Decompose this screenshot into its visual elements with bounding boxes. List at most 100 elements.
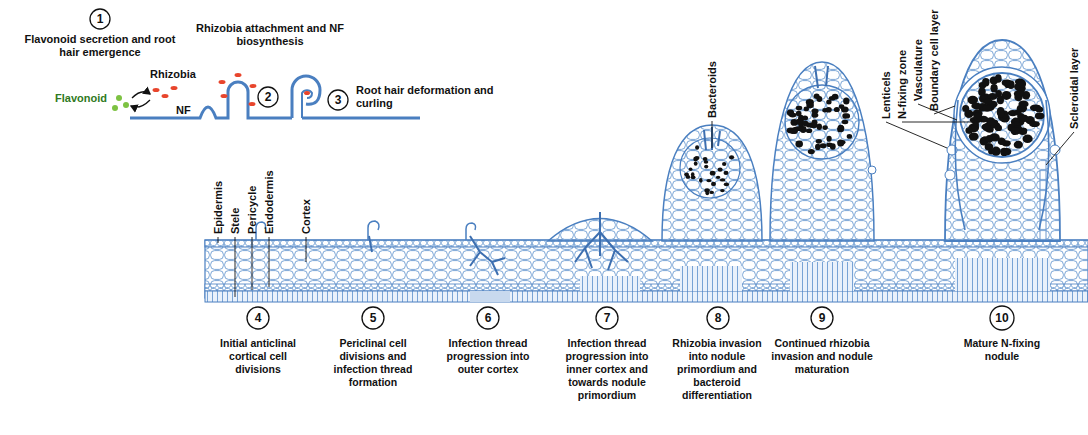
tissue-label: Boundary cell layer: [928, 10, 941, 112]
nodule-vasculature: [790, 262, 854, 291]
bacteroid: [965, 127, 972, 134]
rhizobium: [171, 86, 178, 90]
bacteroid: [1003, 148, 1011, 155]
tissue-label: Cortex: [300, 199, 313, 234]
step-number: 8: [706, 306, 730, 330]
bacteroid: [806, 129, 812, 134]
step-caption: Rhizobia invasion into nodule primordium…: [666, 337, 768, 402]
bacteroid: [716, 176, 721, 179]
step-circle-outline: [247, 307, 269, 329]
step-caption: Root hair deformation and curling: [356, 84, 496, 110]
bacteroid: [1018, 100, 1028, 107]
bacteroid: [986, 117, 995, 125]
bacteroid: [1014, 141, 1023, 149]
step-number: 3: [327, 89, 349, 111]
step-circle-outline: [90, 9, 110, 29]
infected-zone: [785, 85, 859, 159]
step-marker: 1Flavonoid secretion and root hair emerg…: [89, 8, 111, 30]
step-marker: 5Periclinal cell divisions and infection…: [361, 306, 385, 330]
step-number: 9: [810, 306, 834, 330]
tissue-label: Lenticels: [880, 71, 893, 119]
bacteroid: [995, 74, 1002, 83]
bacteroid: [829, 96, 836, 101]
bacteroid: [703, 157, 708, 161]
part-label: Rhizobia: [150, 68, 196, 81]
bacteroid: [710, 171, 716, 176]
step-caption: Infection thread progression into outer …: [438, 337, 538, 376]
bacteroid: [796, 111, 802, 116]
tissue-label: Vasculature: [912, 39, 925, 101]
step-number: 5: [361, 306, 385, 330]
flavonoid-dot: [112, 105, 118, 111]
bacteroid: [986, 135, 993, 143]
bacteroid: [1014, 90, 1024, 97]
part-label: Flavonoid: [55, 92, 107, 105]
rhizobium: [250, 84, 257, 88]
dividing-cells: [470, 291, 510, 302]
infection-thread: [575, 212, 628, 270]
bacteroid: [724, 183, 729, 187]
step-circle-outline: [990, 306, 1014, 330]
signal-arrow: [131, 100, 150, 107]
tissue-label: Bacteroids: [706, 61, 719, 118]
bacteroid: [826, 107, 832, 113]
step-caption: Flavonoid secretion and root hair emerge…: [20, 33, 180, 59]
bacteroid: [844, 113, 850, 118]
bacteroid: [984, 99, 993, 105]
tissue-label: Stele: [229, 208, 242, 234]
stele-row: [205, 291, 1088, 302]
bacteroid: [999, 138, 1006, 144]
bacteroid: [978, 87, 986, 96]
nodule-vasculature-strand: [955, 100, 1049, 230]
leader-line: [235, 237, 236, 297]
step-number: 10: [989, 305, 1015, 331]
step-circle-outline: [362, 307, 384, 329]
bacteroid: [720, 178, 726, 181]
bacteroid: [709, 191, 714, 194]
step-circle-outline: [328, 90, 348, 110]
step-marker: 10Mature N-fixing nodule: [989, 305, 1015, 331]
flavonoid-dot: [116, 95, 122, 101]
lenticel: [945, 170, 955, 180]
bacteroid: [694, 161, 698, 165]
step-circle-outline: [707, 307, 729, 329]
bacteroid: [991, 84, 998, 92]
bacteroid-group: [684, 74, 1044, 195]
leader-line: [269, 237, 270, 287]
infected-zone: [680, 138, 740, 198]
bacteroid: [847, 134, 852, 139]
nodule-vasculature: [955, 258, 1050, 291]
bacteroid: [973, 112, 982, 121]
bacteroid: [817, 96, 823, 102]
root-surface: [130, 82, 292, 118]
leader-lines: [218, 104, 1074, 297]
bacteroid: [995, 125, 1002, 131]
bacteroid: [827, 136, 832, 142]
bacteroid: [964, 110, 973, 118]
step-circle-outline: [811, 307, 833, 329]
step-caption: Infection thread progression into inner …: [557, 337, 657, 402]
bacteroid: [693, 157, 697, 162]
bacteroid: [795, 141, 803, 148]
flavonoid-dot: [123, 102, 129, 108]
cortex-band: [205, 240, 1088, 298]
bacteroid: [1014, 110, 1021, 116]
step-caption: Initial anticlinal cortical cell divisio…: [208, 337, 308, 376]
bacteroid: [724, 171, 729, 175]
bacteroid: [820, 143, 827, 148]
bacteroid: [806, 122, 813, 127]
bacteroid: [804, 107, 809, 112]
bacteroid: [1002, 80, 1012, 86]
step-marker: 8Rhizobia invasion into nodule primordiu…: [706, 306, 730, 330]
bacteroid: [718, 167, 723, 171]
bacteroid: [971, 102, 981, 109]
bacteroid: [1035, 113, 1044, 120]
bacteroid: [816, 139, 822, 144]
bacteroid: [843, 98, 849, 105]
step-number: 1: [89, 8, 111, 30]
n-fixing-zone: [960, 73, 1044, 157]
bacteroid: [991, 147, 1000, 156]
infection-threads: [369, 66, 828, 275]
